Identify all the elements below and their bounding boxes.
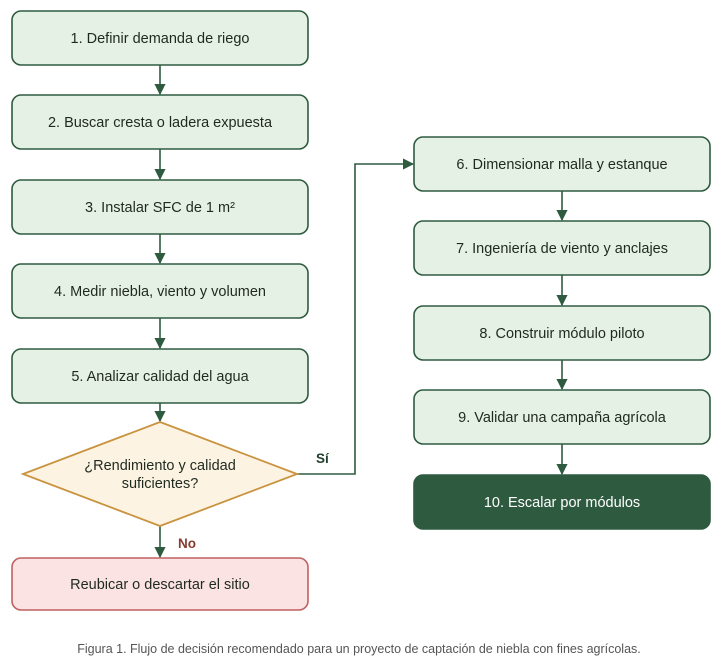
step-4: 4. Medir niebla, viento y volumen (11, 263, 309, 319)
step-4-label: 4. Medir niebla, viento y volumen (54, 284, 266, 300)
step-3: 3. Instalar SFC de 1 m² (11, 179, 309, 235)
step-9-shape (413, 389, 711, 445)
step-10-label: 10. Escalar por módulos (484, 495, 640, 511)
decision-label: ¿Rendimiento y calidad (84, 458, 236, 474)
arrow-decision-yes (297, 158, 415, 475)
figure-caption: Figura 1. Flujo de decisión recomendado … (77, 642, 641, 656)
step-10-shape (413, 474, 711, 530)
step-2: 2. Buscar cresta o ladera expuesta (11, 94, 309, 150)
step-7-label: 7. Ingeniería de viento y anclajes (456, 241, 668, 257)
step-7-shape (413, 220, 711, 276)
reject-step-label: Reubicar o descartar el sitio (70, 577, 250, 593)
edges: No Sí (154, 65, 568, 559)
step-6-label: 6. Dimensionar malla y estanque (456, 157, 667, 173)
step-1: 1. Definir demanda de riego (11, 10, 309, 66)
step-5-label: 5. Analizar calidad del agua (71, 369, 249, 385)
step-8: 8. Construir módulo piloto (413, 305, 711, 361)
step-5-shape (11, 348, 309, 404)
decision: ¿Rendimiento y calidad suficientes? (20, 421, 300, 527)
step-3-label: 3. Instalar SFC de 1 m² (85, 200, 235, 216)
step-5: 5. Analizar calidad del agua (11, 348, 309, 404)
reject-step-shape (11, 557, 309, 611)
step-1-shape (11, 10, 309, 66)
no-label: No (178, 536, 196, 551)
reject-step: Reubicar o descartar el sitio (11, 557, 309, 611)
step-10: 10. Escalar por módulos (413, 474, 711, 530)
step-7: 7. Ingeniería de viento y anclajes (413, 220, 711, 276)
step-2-label: 2. Buscar cresta o ladera expuesta (48, 115, 273, 131)
step-4-shape (11, 263, 309, 319)
step-8-label: 8. Construir módulo piloto (479, 326, 644, 342)
step-9: 9. Validar una campaña agrícola (413, 389, 711, 445)
step-8-shape (413, 305, 711, 361)
step-9-label: 9. Validar una campaña agrícola (458, 410, 667, 426)
step-3-shape (11, 179, 309, 235)
step-2-shape (11, 94, 309, 150)
yes-label: Sí (316, 451, 330, 466)
decision-shape (20, 421, 300, 527)
step-6-shape (413, 136, 711, 192)
decision-label: suficientes? (122, 476, 199, 492)
flowchart: No Sí 1. Definir demanda de riego 2. Busca… (11, 10, 711, 611)
step-1-label: 1. Definir demanda de riego (71, 31, 250, 47)
nodes: 1. Definir demanda de riego 2. Buscar cre… (11, 10, 711, 611)
step-6: 6. Dimensionar malla y estanque (413, 136, 711, 192)
